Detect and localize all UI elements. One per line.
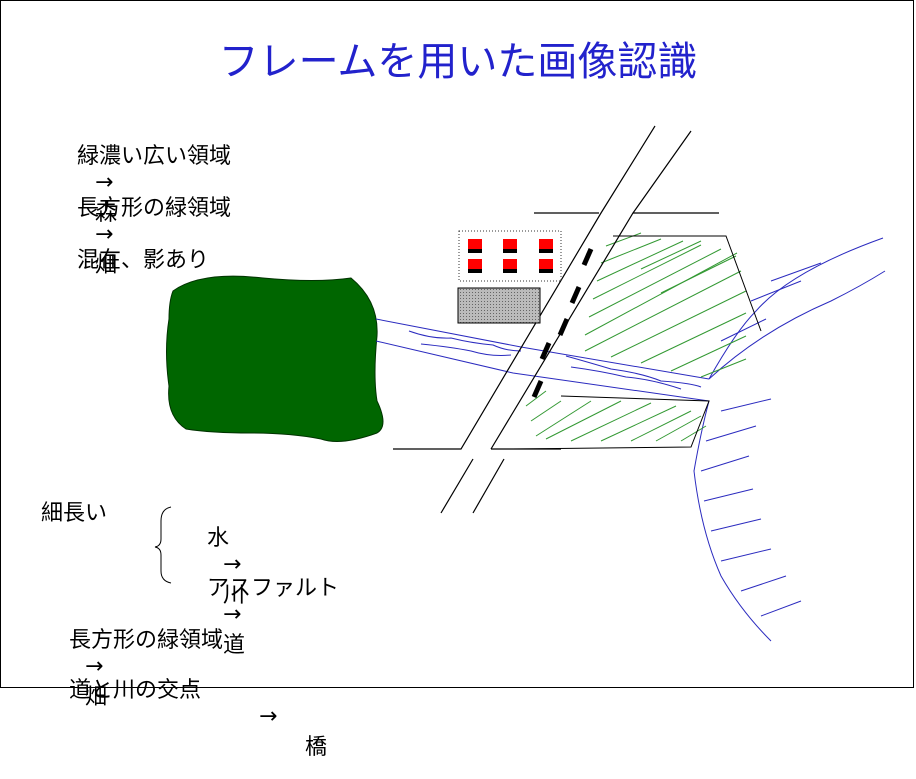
rule-condition: 水 xyxy=(206,526,229,551)
rule-condition: 長方形の緑領域 xyxy=(68,628,223,653)
shadow-block xyxy=(457,287,541,324)
field-hatch xyxy=(525,232,747,442)
rule-field: 長方形の緑領域 → 畑 xyxy=(49,165,231,304)
group-label-elongated: 細長い xyxy=(41,501,108,526)
rule-result: 川 xyxy=(222,583,245,608)
rule-condition: アスファルト xyxy=(206,576,339,601)
rule-result: 森 xyxy=(94,201,117,226)
rule-result: 道 xyxy=(222,633,245,658)
brace xyxy=(154,506,172,584)
rule-field-2: 長方形の緑領域 → 畑 xyxy=(41,597,223,736)
arrow: → xyxy=(94,170,114,195)
rule-forest: 緑濃い広い領域 → 森 xyxy=(49,113,231,252)
slide-title: フレームを用いた画像認識 xyxy=(218,39,698,85)
rule-condition: 混在、影あり xyxy=(76,248,209,273)
rule-river: 水 → 川 xyxy=(179,495,245,634)
forest-region xyxy=(166,275,384,442)
arrow: → xyxy=(222,602,242,627)
rule-result: 畑 xyxy=(94,253,117,278)
river-bank-ticks xyxy=(700,262,822,617)
arrow: → xyxy=(222,552,242,577)
rule-condition: 長方形の緑領域 xyxy=(76,196,231,221)
road xyxy=(393,125,719,514)
map-illustration xyxy=(154,125,886,642)
arrow: → xyxy=(259,704,278,729)
river xyxy=(375,237,886,642)
arrow: → xyxy=(94,222,114,247)
rule-result: 橋 xyxy=(305,735,328,760)
arrow: → xyxy=(84,654,104,679)
slide: フレームを用いた画像認識 緑濃い広い領域 → 森 長方形の緑領域 → 畑 混在、… xyxy=(0,0,914,760)
rule-road: アスファルト → 道 xyxy=(179,545,339,684)
housing-area xyxy=(458,230,562,282)
road-centerline xyxy=(531,247,594,399)
houses xyxy=(468,239,553,273)
rule-condition: 緑濃い広い領域 xyxy=(76,144,231,169)
field-outline xyxy=(512,235,762,450)
